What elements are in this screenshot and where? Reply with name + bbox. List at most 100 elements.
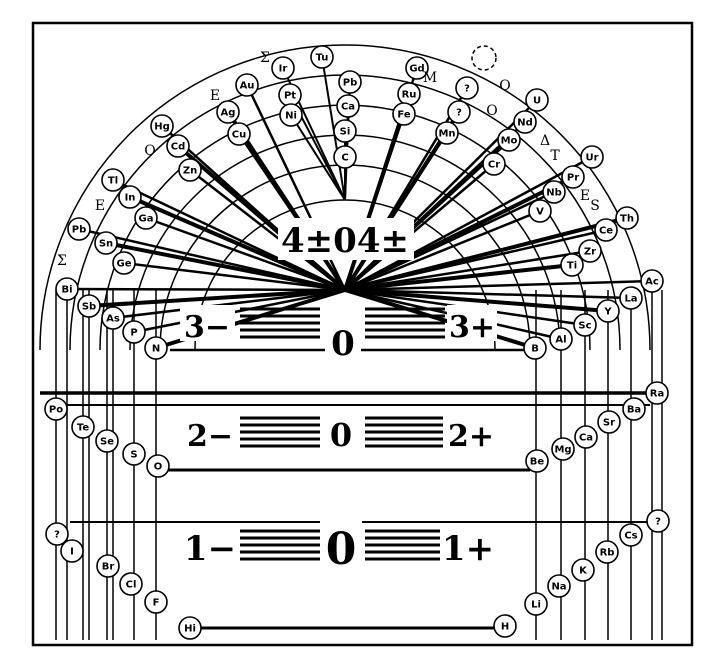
element-circle xyxy=(122,320,146,344)
element-symbol: Se xyxy=(100,437,114,448)
element-circle xyxy=(178,158,202,182)
element-symbol: Rb xyxy=(600,548,615,559)
radial-arrow xyxy=(344,190,555,292)
element-symbol: La xyxy=(624,294,637,305)
element-hg: Hg xyxy=(150,114,174,138)
element-y: Y xyxy=(596,299,620,323)
element-symbol: Zn xyxy=(183,166,197,177)
zero-3-label: 0 xyxy=(331,324,355,364)
element-circle xyxy=(513,110,537,134)
radial-arrow xyxy=(344,288,609,313)
element-circle xyxy=(216,100,240,124)
element-circle xyxy=(144,590,168,614)
element-circle xyxy=(645,381,669,405)
element-symbol: Sc xyxy=(578,321,591,332)
element-ir: Ir xyxy=(271,56,295,80)
element-ur: Ur xyxy=(580,145,604,169)
arc-letter: Ε xyxy=(580,188,590,204)
arc-letter: Μ xyxy=(423,70,437,86)
element-circle xyxy=(580,145,604,169)
element-symbol: Nb xyxy=(546,188,562,199)
element-mg: Mg xyxy=(551,437,575,461)
element-symbol: Pt xyxy=(284,91,296,102)
element-na: Na xyxy=(547,574,571,598)
element-n: N xyxy=(144,336,168,360)
element-circle xyxy=(493,614,517,638)
radial-arrow xyxy=(344,288,536,350)
element-circle xyxy=(271,56,295,80)
radial-arrow xyxy=(344,163,495,291)
element-symbol: Po xyxy=(49,405,63,416)
element-symbol: Nd xyxy=(517,118,533,129)
element-symbol: Ir xyxy=(279,64,288,75)
element-ac: Ac xyxy=(640,269,664,293)
element-la: La xyxy=(619,286,643,310)
radial-arrow xyxy=(343,113,406,291)
element-s: S xyxy=(122,442,146,466)
element-symbol: Tu xyxy=(316,53,329,64)
element-symbol: Cl xyxy=(126,580,137,591)
element-ag: Ag xyxy=(216,100,240,124)
element-symbol: Ac xyxy=(645,277,659,288)
unknown-element-circle xyxy=(471,45,497,71)
element-circle xyxy=(101,306,125,330)
radial-arrows xyxy=(66,56,653,350)
horizontal-arrows xyxy=(40,307,660,630)
element-ru: Ru xyxy=(397,82,421,106)
element-circle xyxy=(497,128,521,152)
orbit-arc xyxy=(194,199,496,351)
element-circle xyxy=(615,206,639,230)
element-symbol: Cs xyxy=(624,531,637,542)
element-circle xyxy=(619,286,643,310)
element-b: B xyxy=(523,336,547,360)
element-ge: Ge xyxy=(112,251,136,275)
radial-arrow xyxy=(145,216,346,292)
element-symbol: O xyxy=(154,462,163,473)
element-symbol: Li xyxy=(531,600,541,611)
element-mo: Mo xyxy=(497,128,521,152)
element-circle xyxy=(594,218,618,242)
element-cl: Cl xyxy=(119,572,143,596)
pos-1-label: 1+ xyxy=(442,529,494,569)
element-symbol: F xyxy=(153,598,160,609)
element-cs: Cs xyxy=(619,523,643,547)
element-circle xyxy=(118,185,142,209)
element-symbol: Cr xyxy=(488,160,500,171)
element-circle xyxy=(573,313,597,337)
element-cd: Cd xyxy=(166,134,190,158)
arc-letter: Σ xyxy=(260,50,270,66)
element-symbol: U xyxy=(533,96,541,107)
element-circle xyxy=(134,206,158,230)
element-cr: Cr xyxy=(482,152,506,176)
arc-letter: Ο xyxy=(499,78,510,94)
element-circle xyxy=(542,180,566,204)
element-zn: Zn xyxy=(178,158,202,182)
element-sb: Sb xyxy=(77,294,101,318)
element-te: Te xyxy=(71,415,95,439)
element-circle xyxy=(455,76,479,100)
element-sr: Sr xyxy=(597,410,621,434)
element-rb: Rb xyxy=(595,540,619,564)
element-po: Po xyxy=(44,397,68,421)
element-circle xyxy=(178,616,202,640)
element-circle xyxy=(622,397,646,421)
element-symbol: Tl xyxy=(108,176,118,187)
element-symbol: Ce xyxy=(599,226,613,237)
element-unknown: ? xyxy=(455,76,479,100)
element-circle xyxy=(144,336,168,360)
element-circle xyxy=(596,299,620,323)
arc-letter: Δ xyxy=(540,133,550,149)
pos-2-label: 2+ xyxy=(448,419,494,454)
element-symbol: Na xyxy=(551,582,566,593)
element-br: Br xyxy=(96,554,120,578)
radial-arrow xyxy=(344,228,607,292)
element-circle xyxy=(112,251,136,275)
element-ra: Ra xyxy=(645,381,669,405)
radial-arrow xyxy=(129,195,346,292)
element-circle xyxy=(646,509,670,533)
radial-arrow xyxy=(105,241,346,292)
element-symbol: Sb xyxy=(82,302,96,313)
element-ni: Ni xyxy=(279,103,303,127)
element-circle xyxy=(392,102,416,126)
